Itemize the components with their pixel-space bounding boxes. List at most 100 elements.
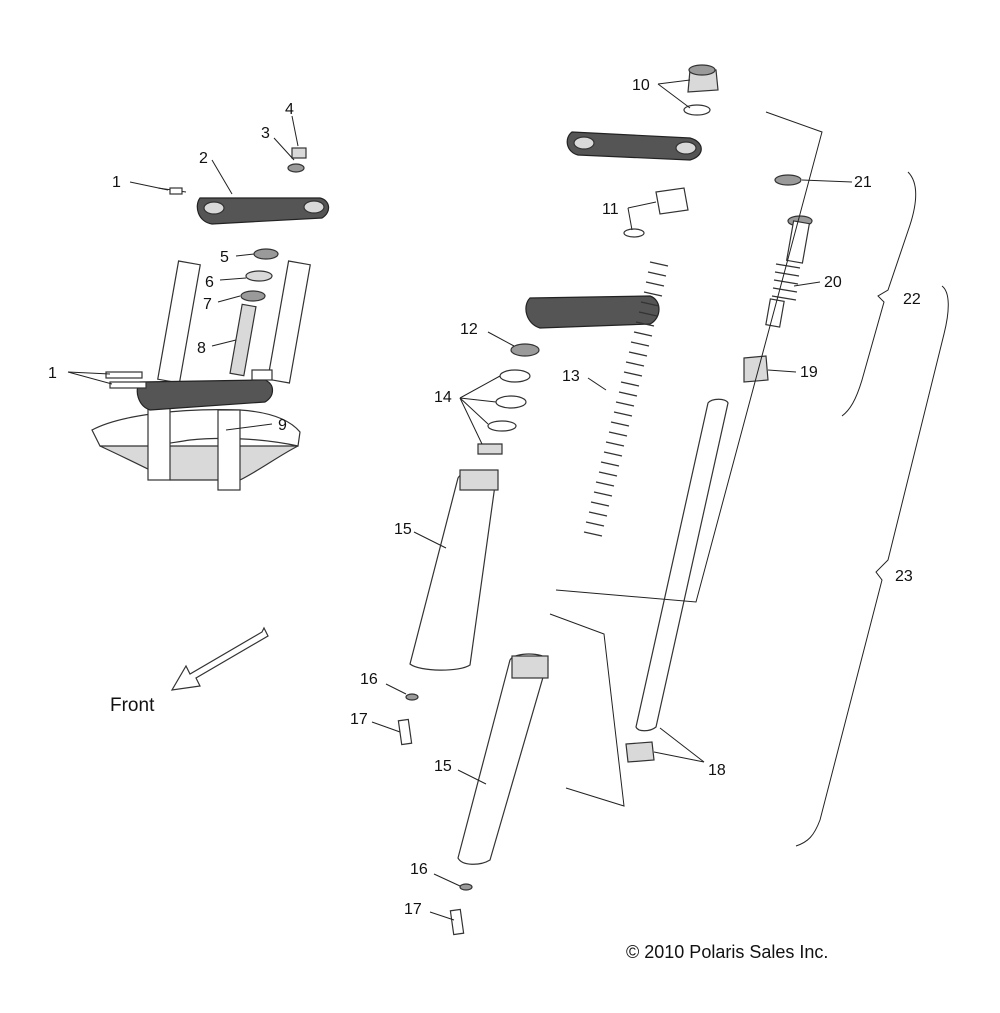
leader-21 (801, 179, 853, 183)
leader-11a (627, 201, 657, 209)
leader-7 (217, 295, 241, 303)
leader-3 (273, 137, 295, 161)
callout-3: 3 (261, 125, 270, 142)
callout-20: 20 (824, 274, 842, 291)
oring-10 (683, 104, 711, 116)
inner-assembly-bracket (555, 111, 823, 603)
fork-leg-15-upper-cap (459, 469, 499, 491)
fork-leg-15-upper (409, 470, 497, 671)
fork-leg-15-lower-cap (511, 655, 549, 679)
lower-leg-bracket (549, 613, 625, 807)
leader-15b (457, 769, 487, 785)
bushing-19 (743, 355, 769, 383)
bolt-1-lower-b (109, 381, 147, 389)
callout-11: 11 (602, 201, 619, 218)
rod-20-upper (785, 220, 811, 264)
spring-13 (583, 261, 669, 537)
leader-18b (653, 751, 705, 763)
bearing-7 (240, 290, 266, 302)
leader-4 (291, 115, 299, 147)
lower-clamp-exploded (525, 295, 660, 329)
upper-clamp-exploded-hole-a (573, 136, 595, 150)
callout-8: 8 (197, 340, 206, 357)
bearing-5 (253, 248, 279, 260)
leader-lines (67, 79, 853, 921)
copyright-notice: © 2010 Polaris Sales Inc. (626, 942, 828, 962)
leader-1b-a (67, 371, 111, 375)
callout-12: 12 (460, 321, 478, 338)
callout-22: 22 (903, 291, 921, 308)
washer-16b (459, 883, 473, 891)
leader-10b (657, 83, 691, 109)
leader-20 (793, 281, 821, 287)
leader-17a (371, 721, 401, 733)
upper-clamp-exploded-hole-b (675, 141, 697, 155)
callout-1a: 1 (112, 174, 121, 191)
leader-10a (657, 79, 691, 85)
leader-6 (219, 277, 247, 281)
callout-14: 14 (434, 389, 452, 406)
leader-17b (429, 911, 455, 921)
front-arrow-icon (170, 626, 269, 691)
callout-18: 18 (708, 762, 726, 779)
upper-triple-clamp (196, 197, 330, 225)
leader-8 (211, 339, 237, 347)
callout-9: 9 (278, 417, 287, 434)
callout-21: 21 (854, 174, 872, 191)
callout-23: 23 (895, 568, 913, 585)
leader-18a (659, 727, 705, 763)
right-fork-slider (217, 409, 241, 491)
leader-14b (459, 397, 497, 403)
tube-18 (635, 398, 729, 732)
washer-21 (774, 174, 802, 186)
ring-11 (623, 228, 645, 238)
callout-16b: 16 (410, 861, 428, 878)
bushing-11 (655, 187, 689, 215)
leader-14c (459, 397, 489, 425)
ring-14b (495, 395, 527, 409)
lower-triple-clamp (136, 379, 274, 411)
callout-labels: 1 2 3 4 5 6 7 8 1 9 10 11 12 13 14 15 16… (48, 77, 921, 918)
upper-clamp-exploded (566, 131, 702, 161)
installed-fork-assembly (91, 147, 330, 491)
bolt-17a (397, 718, 413, 746)
bushing-18 (625, 741, 655, 763)
bracket-lines (549, 111, 949, 847)
callout-6: 6 (205, 274, 214, 291)
top-cap-10-top (688, 64, 716, 76)
leader-19 (767, 369, 797, 373)
callout-5: 5 (220, 249, 229, 266)
callout-15a: 15 (394, 521, 412, 538)
leader-16b (433, 873, 461, 887)
leader-14a (459, 375, 501, 399)
washer-16a (405, 693, 419, 701)
bolt-1-upper-head (169, 187, 183, 195)
brace-22 (841, 171, 917, 417)
callout-19: 19 (800, 364, 818, 381)
callout-2: 2 (199, 150, 208, 167)
callout-17a: 17 (350, 711, 368, 728)
callout-4: 4 (285, 101, 294, 118)
upper-clamp-right-hole (303, 200, 325, 214)
leader-14d (459, 397, 483, 445)
bolt-1-lower-a (105, 371, 143, 379)
callout-7: 7 (203, 296, 212, 313)
callout-13: 13 (562, 368, 580, 385)
callout-17b: 17 (404, 901, 422, 918)
callout-15b: 15 (434, 758, 452, 775)
steering-stem (229, 303, 257, 377)
ring-14a (499, 369, 531, 383)
bearing-6 (245, 270, 273, 282)
leader-2 (211, 159, 233, 195)
rod-20-lower (765, 298, 785, 328)
bushing-14 (477, 443, 503, 455)
exploded-parts (397, 64, 813, 936)
fender-shape (91, 409, 301, 450)
callout-1b: 1 (48, 365, 57, 382)
leader-11b (627, 207, 633, 231)
bolt-17b (449, 908, 465, 936)
callout-16a: 16 (360, 671, 378, 688)
ring-14c (487, 420, 517, 432)
